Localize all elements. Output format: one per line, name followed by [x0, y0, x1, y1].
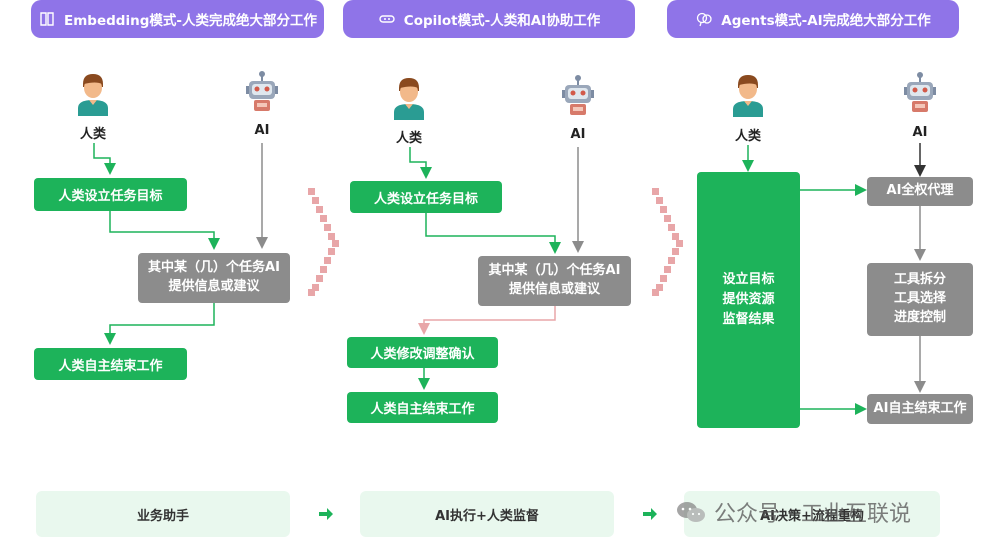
brain-icon [697, 12, 712, 27]
agents-tools-box: 工具拆分 工具选择 进度控制 [867, 263, 973, 336]
watermark: 公众号 · 工业互联说 [676, 496, 911, 528]
copilot-set-goal-box: 人类设立任务目标 [350, 181, 502, 213]
agents-tools-line3: 进度控制 [893, 309, 946, 325]
copilot-ai-step-line1: 其中某（几）个任务AI [488, 263, 621, 279]
header-agents: Agents模式-AI完成绝大部分工作 [667, 0, 959, 38]
copilot-ai-step-box: 其中某（几）个任务AI 提供信息或建议 [478, 256, 631, 306]
human-avatar-icon [733, 75, 763, 117]
wechat-icon [677, 502, 705, 522]
header-copilot-label: Copilot模式-人类和AI协助工作 [403, 13, 601, 29]
robot-avatar-icon [904, 72, 936, 112]
embedding-finish-box: 人类自主结束工作 [34, 348, 187, 380]
embedding-ai-label: AI [254, 123, 270, 138]
copilot-ai-step-line2: 提供信息或建议 [508, 282, 600, 297]
copilot-confirm-box: 人类修改调整确认 [347, 337, 498, 368]
robot-avatar-icon [562, 75, 594, 115]
agents-ai-proxy-box: AI全权代理 [867, 177, 973, 206]
copilot-ai-label: AI [570, 127, 586, 142]
robot-avatar-icon [246, 71, 278, 111]
embedding-set-goal-box: 人类设立任务目标 [34, 178, 187, 211]
arrow-right-icon [643, 508, 657, 520]
human-avatar-icon [78, 74, 108, 116]
agents-tools-line2: 工具选择 [893, 291, 946, 307]
embedding-human-label: 人类 [79, 127, 106, 142]
agents-tools-line1: 工具拆分 [893, 272, 946, 288]
agents-human-label: 人类 [734, 129, 761, 144]
embedding-ai-step-box: 其中某（几）个任务AI 提供信息或建议 [138, 253, 290, 303]
watermark-text: 公众号 · 工业互联说 [714, 502, 911, 527]
human-avatar-icon [394, 78, 424, 120]
copilot-human-label: 人类 [395, 131, 422, 146]
agents-human-line1: 设立目标 [722, 271, 775, 287]
book-icon [40, 12, 54, 26]
agents-finish-box: AI自主结束工作 [867, 394, 973, 424]
embedding-ai-step-line1: 其中某（几）个任务AI [148, 260, 280, 276]
agents-human-box: 设立目标 提供资源 监督结果 [697, 172, 800, 428]
header-embedding: Embedding模式-人类完成绝大部分工作 [31, 0, 324, 38]
link-icon [379, 15, 395, 23]
agents-human-line3: 监督结果 [722, 312, 775, 328]
agents-ai-label: AI [912, 125, 928, 140]
agents-human-line2: 提供资源 [722, 291, 775, 307]
header-embedding-label: Embedding模式-人类完成绝大部分工作 [64, 13, 317, 29]
header-agents-label: Agents模式-AI完成绝大部分工作 [721, 13, 931, 29]
arrow-right-icon [319, 508, 333, 520]
copilot-finish-box: 人类自主结束工作 [347, 392, 498, 423]
bottom-box-business-assistant: 业务助手 [36, 491, 290, 537]
bottom-box-ai-exec: AI执行+人类监督 [360, 491, 614, 537]
bottom-box-ai-decision: AI决策+流程重构 [684, 491, 940, 537]
embedding-ai-step-line2: 提供信息或建议 [168, 279, 260, 294]
chevron-right-icon [308, 188, 339, 296]
chevron-right-icon [652, 188, 683, 296]
header-copilot: Copilot模式-人类和AI协助工作 [343, 0, 635, 38]
